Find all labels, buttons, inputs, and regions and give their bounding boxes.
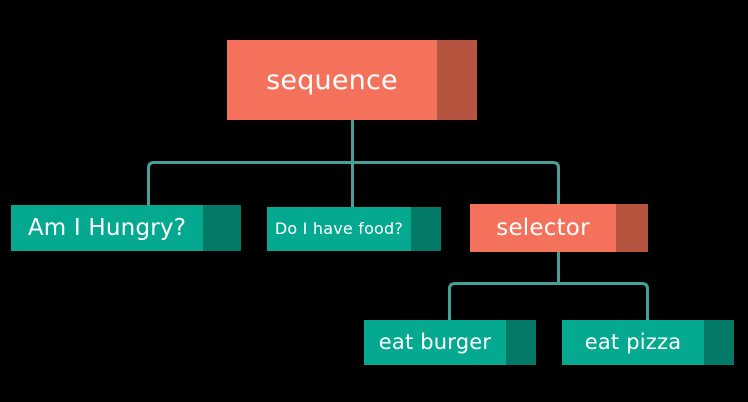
node-selector[interactable]: selector bbox=[470, 204, 648, 252]
node-do-i-have-food-label: Do I have food? bbox=[274, 219, 404, 238]
node-sequence-accent bbox=[437, 40, 477, 120]
node-am-i-hungry-label: Am I Hungry? bbox=[27, 214, 187, 241]
node-eat-pizza-label: eat pizza bbox=[584, 330, 682, 354]
node-sequence-body: sequence bbox=[227, 40, 437, 120]
node-eat-pizza-accent bbox=[704, 320, 734, 365]
node-do-i-have-food[interactable]: Do I have food? bbox=[267, 207, 441, 251]
node-selector-accent bbox=[616, 204, 648, 252]
node-eat-pizza[interactable]: eat pizza bbox=[562, 320, 734, 365]
node-selector-body: selector bbox=[470, 204, 616, 252]
node-eat-burger[interactable]: eat burger bbox=[364, 320, 536, 365]
node-sequence[interactable]: sequence bbox=[227, 40, 477, 120]
node-am-i-hungry[interactable]: Am I Hungry? bbox=[11, 205, 241, 251]
node-do-i-have-food-accent bbox=[411, 207, 441, 251]
node-eat-pizza-body: eat pizza bbox=[562, 320, 704, 365]
node-selector-label: selector bbox=[496, 214, 590, 241]
node-eat-burger-accent bbox=[506, 320, 536, 365]
node-eat-burger-label: eat burger bbox=[378, 330, 492, 354]
node-am-i-hungry-accent bbox=[203, 205, 241, 251]
node-do-i-have-food-body: Do I have food? bbox=[267, 207, 411, 251]
edge-bus-lower bbox=[448, 282, 649, 320]
node-am-i-hungry-body: Am I Hungry? bbox=[11, 205, 203, 251]
node-sequence-label: sequence bbox=[266, 64, 398, 96]
node-eat-burger-body: eat burger bbox=[364, 320, 506, 365]
